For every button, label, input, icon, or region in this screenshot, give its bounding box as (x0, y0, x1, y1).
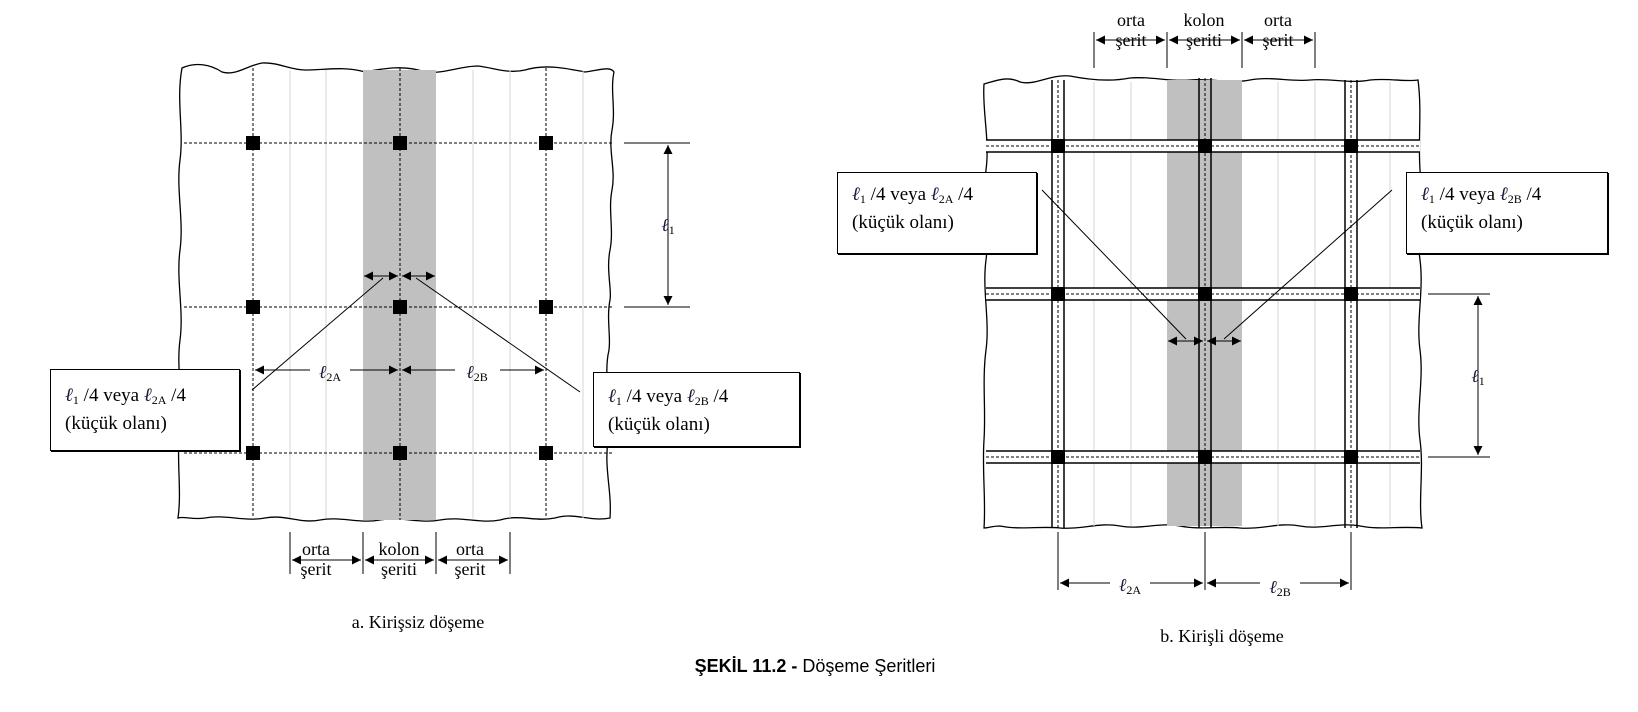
ell-symbol: ℓ (318, 362, 327, 382)
note-line-2: (küçük olanı) (65, 413, 167, 434)
column (539, 136, 553, 150)
column (246, 136, 260, 150)
note-line-1: ℓ1 /4 veya ℓ2A /4 (65, 385, 186, 407)
strip-dims-a (289, 532, 511, 574)
note-box-right-b: ℓ1 /4 veya ℓ2B /4 (küçük olanı) (1406, 172, 1608, 254)
column (1051, 450, 1065, 464)
label-l2b-b: ℓ2B (1269, 577, 1291, 599)
column (393, 300, 407, 314)
column (1344, 450, 1358, 464)
column (393, 136, 407, 150)
note-line-2: (küçük olanı) (852, 212, 954, 233)
columns-a (246, 136, 553, 460)
note-box-right-a: ℓ1 /4 veya ℓ2B /4 (küçük olanı) (593, 372, 800, 447)
note-line-1: ℓ1 /4 veya ℓ2B /4 (1421, 184, 1542, 206)
dim-l2-b (1057, 532, 1352, 590)
panel-b-beam-slab (982, 32, 1490, 590)
note-line-1: ℓ1 /4 veya ℓ2B /4 (608, 386, 729, 408)
subscript: 2B (473, 370, 488, 384)
subscript: 2A (326, 370, 342, 384)
ell-symbol: ℓ (466, 362, 474, 382)
subscript: 1 (668, 223, 675, 237)
column (1198, 287, 1212, 301)
label-l2b-a: ℓ2B (466, 362, 488, 387)
caption-number: ŞEKİL 11.2 - (694, 656, 798, 676)
note-line-2: (küçük olanı) (608, 414, 710, 435)
column (1051, 139, 1065, 153)
dim-l1-a (624, 142, 690, 308)
ell-symbol: ℓ (661, 215, 669, 235)
column (246, 446, 260, 460)
note-line-1: ℓ1 /4 veya ℓ2A /4 (852, 184, 973, 206)
column (1198, 139, 1212, 153)
column (1344, 139, 1358, 153)
panel-a-title: a. Kirişsiz döşeme (351, 612, 485, 632)
label-l1-b: ℓ1 (1471, 366, 1485, 388)
figure-caption: ŞEKİL 11.2 - Döşeme Şeritleri (695, 656, 936, 677)
label-l1-a: ℓ1 (661, 215, 675, 240)
column (393, 446, 407, 460)
columns-b (1051, 139, 1358, 464)
column (539, 446, 553, 460)
strip-width-arrows-b (1041, 189, 1393, 346)
panel-a-flat-slab (177, 62, 690, 574)
panel-b-title: b. Kirişli döşeme (1160, 626, 1284, 646)
strip-width-arrows-a (251, 271, 581, 393)
column (1051, 287, 1065, 301)
label-l2a-b: ℓ2A (1118, 575, 1142, 597)
column (539, 300, 553, 314)
note-box-left-a: ℓ1 /4 veya ℓ2A /4 (küçük olanı) (50, 369, 240, 451)
note-line-2: (küçük olanı) (1421, 212, 1523, 233)
dim-l1-b (1428, 293, 1490, 458)
column (1344, 287, 1358, 301)
note-box-left-b: ℓ1 /4 veya ℓ2A /4 (küçük olanı) (837, 172, 1037, 254)
label-l2a-a: ℓ2A (319, 362, 341, 387)
strip-dims-b (1093, 32, 1316, 68)
caption-title: Döşeme Şeritleri (797, 656, 936, 676)
column (246, 300, 260, 314)
column (1198, 450, 1212, 464)
strip-lines-a (289, 70, 584, 518)
